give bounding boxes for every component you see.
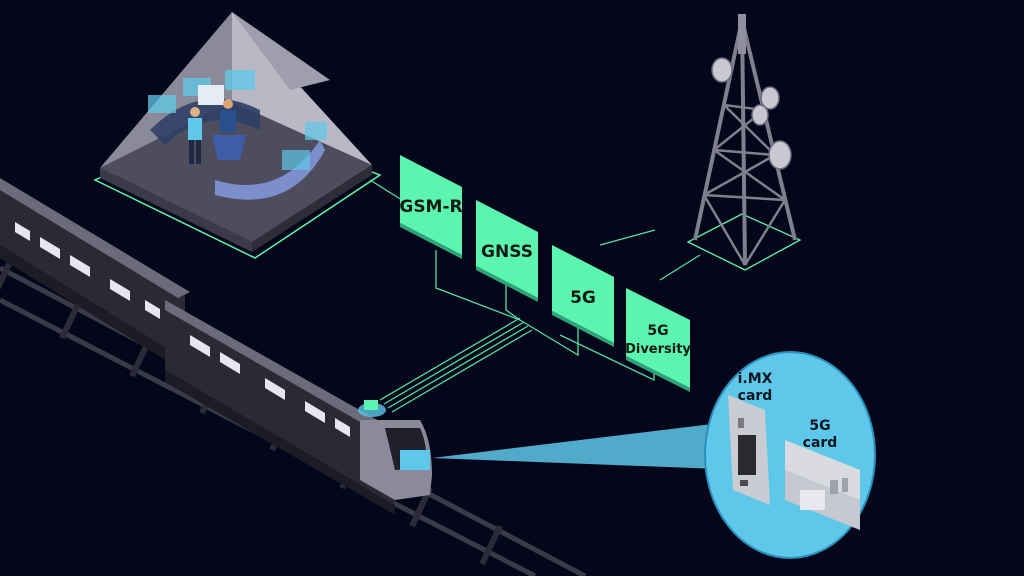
callout-label-imx-2: card [738, 388, 773, 404]
dish-antennas [711, 57, 792, 170]
train-windows [15, 222, 350, 437]
panel-label-5g-diversity-1: 5G [647, 323, 668, 339]
antenna-panel-gsmr: GSM-R [399, 155, 463, 259]
control-center-building [93, 12, 382, 259]
antenna-panel-gnss: GNSS [476, 200, 538, 302]
cell-tower [686, 14, 802, 271]
train [0, 178, 432, 515]
panel-label-gsmr: GSM-R [399, 197, 462, 217]
antenna-panel-5g: 5G [552, 245, 614, 347]
5g-card-image [785, 440, 860, 530]
panel-label-gnss: GNSS [481, 242, 533, 262]
panel-label-5g-diversity-2: Diversity [625, 342, 691, 357]
callout-label-5g-2: card [803, 435, 838, 451]
callout-label-5g-1: 5G [809, 418, 830, 434]
callout-label-imx-1: i.MX [738, 371, 773, 387]
panel-label-5g: 5G [570, 288, 596, 308]
hardware-callout: i.MX card 5G card [432, 351, 876, 559]
imx-card-image [728, 395, 770, 505]
antenna-panel-5g-diversity: 5G Diversity [625, 288, 691, 392]
